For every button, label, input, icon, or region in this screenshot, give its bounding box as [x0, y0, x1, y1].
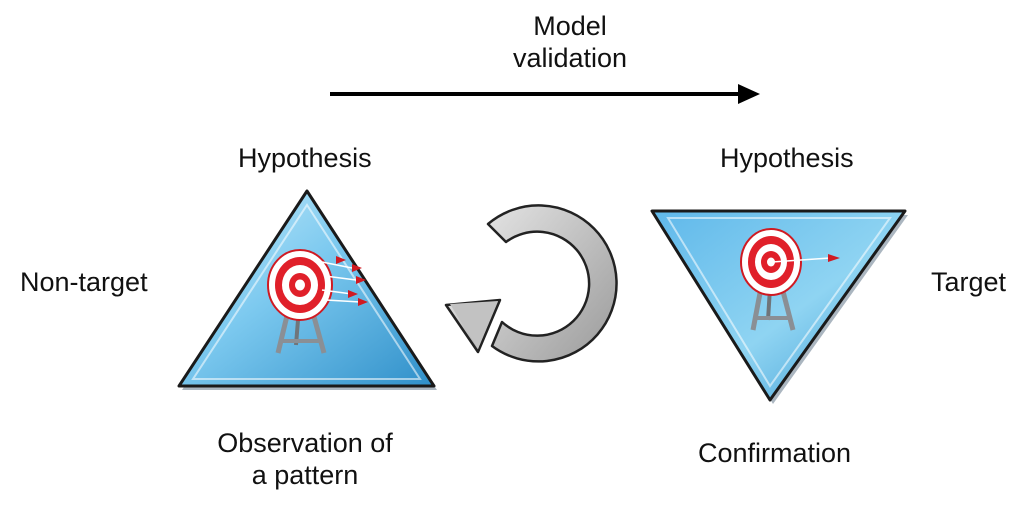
- target-label: Target: [931, 267, 1007, 297]
- left-hypothesis-label: Hypothesis: [238, 143, 372, 173]
- arrow-icon: [771, 254, 840, 263]
- target-icon: [267, 249, 333, 354]
- non-target-label: Non-target: [20, 267, 148, 297]
- cycle-arrow-icon: [444, 204, 618, 363]
- observation-label: Observation of a pattern: [195, 427, 415, 491]
- validation-arrow: [330, 84, 760, 104]
- right-hypothesis-label: Hypothesis: [720, 143, 854, 173]
- observation-line-2: a pattern: [251, 460, 359, 490]
- hypothesis-triangle-right: [650, 209, 908, 404]
- observation-line-1: Observation of: [217, 428, 393, 458]
- confirmation-label: Confirmation: [698, 438, 852, 468]
- arrow-icon: [321, 256, 368, 306]
- title-line-1: Model: [533, 11, 607, 41]
- target-icon: [740, 228, 802, 331]
- diagram-title: Model validation: [470, 10, 670, 74]
- title-line-2: validation: [512, 43, 628, 73]
